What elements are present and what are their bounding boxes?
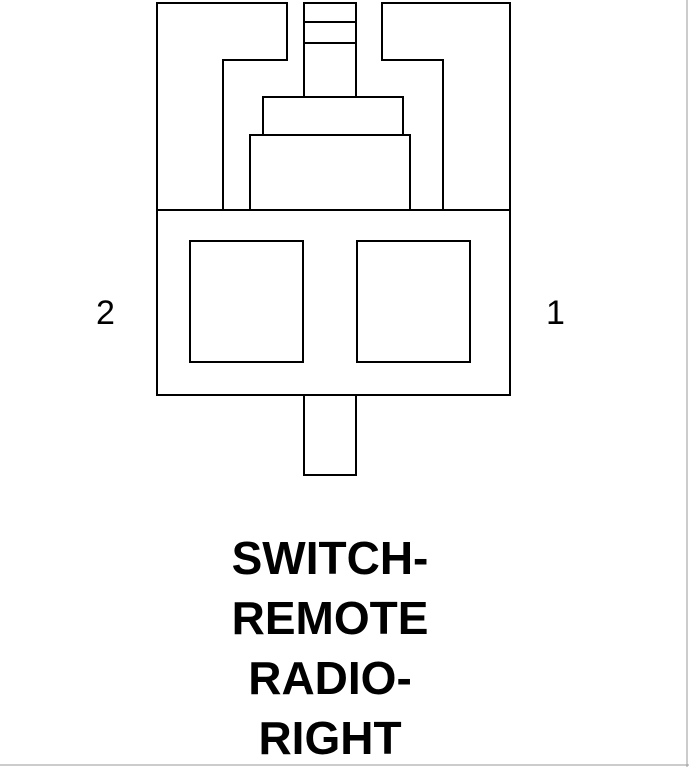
center-stem <box>303 2 357 99</box>
title-line-1: SWITCH- <box>231 532 429 584</box>
pin-label-2: 2 <box>96 294 115 332</box>
connector-title: SWITCH- REMOTE RADIO- RIGHT <box>0 528 660 768</box>
pin-label-1: 1 <box>546 294 565 332</box>
title-line-3: RADIO- <box>248 652 412 704</box>
connector-body <box>156 209 511 396</box>
title-line-4: RIGHT <box>258 712 402 764</box>
pin-cavity-1 <box>356 240 471 363</box>
title-line-2: REMOTE <box>231 592 429 644</box>
pin-cavity-2 <box>189 240 304 363</box>
housing-right-wall <box>381 2 511 210</box>
latch-upper <box>262 96 404 136</box>
latch-lower <box>249 134 411 211</box>
housing-left-wall <box>156 2 288 210</box>
bottom-tab <box>303 394 357 476</box>
